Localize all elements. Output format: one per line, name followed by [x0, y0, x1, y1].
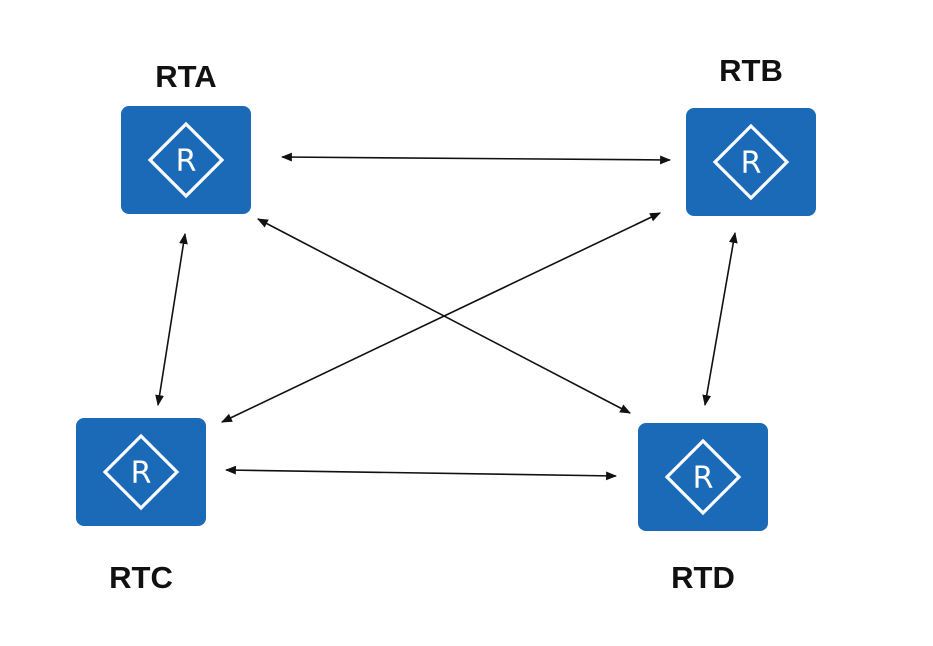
router-diamond-icon — [664, 438, 742, 516]
router-rtc[interactable]: R RTC — [76, 418, 206, 595]
router-diamond-icon — [147, 121, 225, 199]
router-icon — [121, 106, 251, 214]
router-diamond-icon — [712, 123, 790, 201]
router-icon — [638, 423, 768, 531]
link-rtb-rtd — [702, 231, 738, 407]
router-label-rtd: RTD — [671, 560, 735, 595]
router-label-rtc: RTC — [109, 560, 173, 595]
router-rta[interactable]: R RTA — [121, 59, 251, 214]
router-rtd[interactable]: R RTD — [638, 423, 768, 595]
router-letter: R — [741, 146, 762, 181]
router-letter: R — [176, 144, 197, 179]
link-rtc-rtd — [224, 465, 618, 481]
router-letter: R — [131, 456, 152, 491]
router-label-rtb: RTB — [719, 53, 783, 88]
link-rtb-rtc — [221, 212, 661, 423]
router-label-rta: RTA — [155, 59, 216, 94]
link-rta-rtb — [280, 152, 672, 165]
router-icon — [686, 108, 816, 216]
router-diamond-icon — [102, 433, 180, 511]
link-rta-rtc — [155, 232, 188, 407]
links-layer — [155, 152, 738, 481]
router-rtb[interactable]: R RTB — [686, 53, 816, 216]
router-icon — [76, 418, 206, 526]
router-letter: R — [693, 461, 714, 496]
